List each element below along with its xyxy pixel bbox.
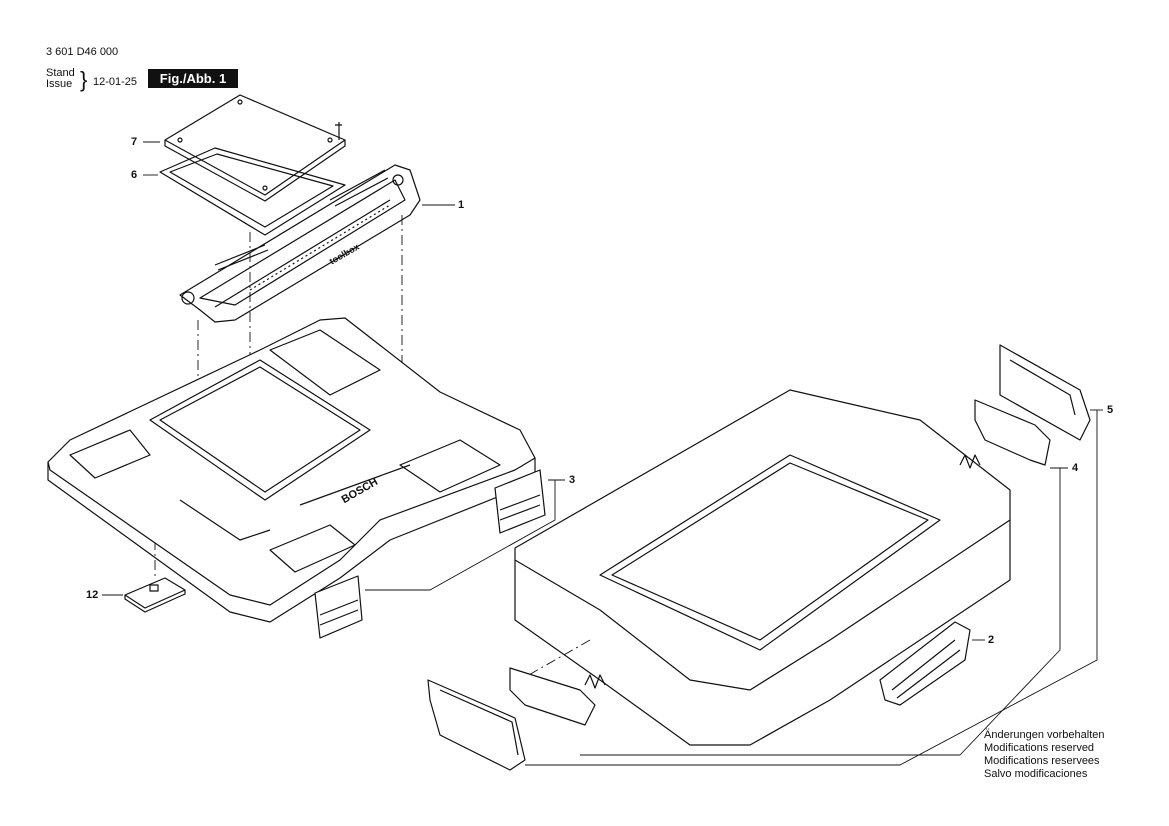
stand-label: Stand xyxy=(46,67,75,79)
part-5-end-caps xyxy=(427,344,1091,771)
note-english: Modifications reserved xyxy=(984,742,1095,754)
note-german: Änderungen vorbehalten xyxy=(984,729,1105,741)
part-6-gasket xyxy=(159,147,346,236)
leader-lines xyxy=(102,141,1103,766)
callout-7: 7 xyxy=(131,136,138,148)
part-12-pcb xyxy=(124,577,186,613)
lid xyxy=(47,317,536,623)
modification-notes: Änderungen vorbehalten Modifications res… xyxy=(984,729,1104,781)
part-4-clip xyxy=(509,399,1051,726)
part-2-side-handle xyxy=(879,621,971,706)
callout-12: 12 xyxy=(86,589,99,601)
springs xyxy=(584,454,981,689)
callout-2: 2 xyxy=(988,634,995,646)
note-french: Modifications reservees xyxy=(984,755,1100,767)
issue-date: 12-01-25 xyxy=(93,76,138,88)
callout-1: 1 xyxy=(458,199,465,211)
brace-glyph: } xyxy=(80,67,88,92)
note-spanish: Salvo modificaciones xyxy=(984,768,1088,780)
box-body xyxy=(514,389,1011,746)
document-number: 3 601 D46 000 xyxy=(46,46,119,58)
callout-5: 5 xyxy=(1107,404,1114,416)
figure-label: Fig./Abb. 1 xyxy=(148,69,238,88)
callout-6: 6 xyxy=(131,169,138,181)
stand-issue-block: Stand Issue xyxy=(46,68,75,90)
issue-label: Issue xyxy=(46,78,73,90)
callout-3: 3 xyxy=(569,474,576,486)
part-1-top-handle xyxy=(179,164,421,323)
part-3-latches xyxy=(314,469,546,639)
callout-4: 4 xyxy=(1072,462,1079,474)
part-7-cover-plate xyxy=(164,94,346,202)
